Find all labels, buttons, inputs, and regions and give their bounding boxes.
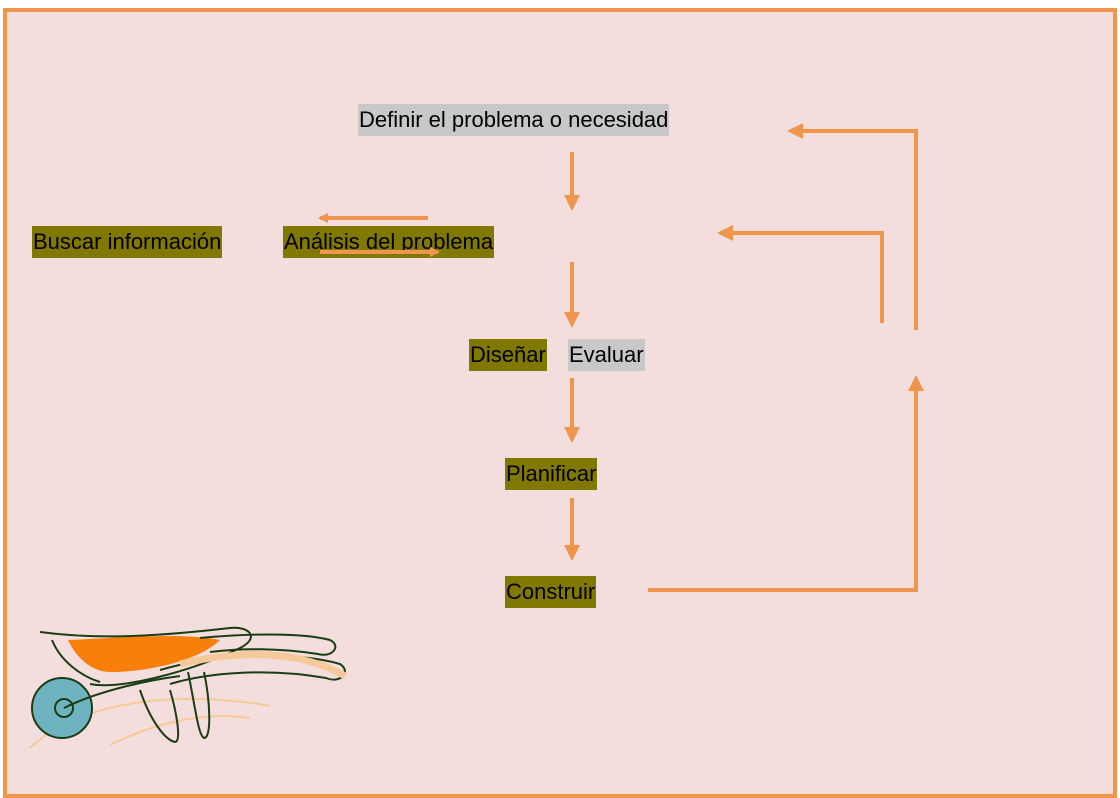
wheelbarrow-illustration (29, 626, 347, 749)
arrow-loop-to-analysis (717, 225, 884, 323)
arrow-build-feedback (648, 375, 924, 592)
step-analysis: Análisis del problema (283, 226, 495, 258)
step-define: Definir el problema o necesidad (358, 104, 670, 136)
step-evaluate: Evaluar (568, 339, 645, 371)
step-design: Diseñar (469, 339, 547, 371)
step-build: Construir (505, 576, 597, 608)
step-plan: Planificar (505, 458, 598, 490)
step-search: Buscar información (32, 226, 223, 258)
arrow-loop-to-define (787, 123, 918, 330)
